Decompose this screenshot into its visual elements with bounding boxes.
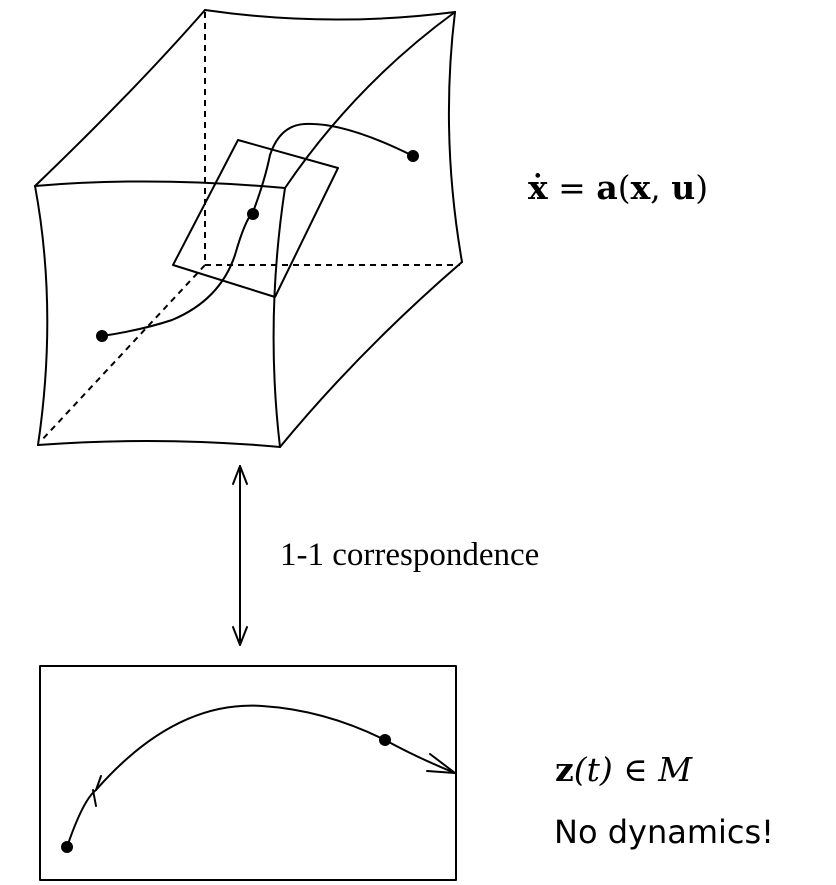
trajectory-end-dot <box>407 150 419 162</box>
x-symbol: x <box>630 168 651 207</box>
z-symbol: z <box>555 750 574 789</box>
space-trajectory <box>66 704 456 848</box>
curved-box <box>34 9 463 448</box>
comma: , <box>650 168 672 207</box>
box-top-right-edge <box>284 11 456 189</box>
double-arrow <box>232 465 248 646</box>
trajectory-velocity-arrowhead-end <box>426 753 456 774</box>
trajectory-velocity-arrowhead-start <box>92 775 102 807</box>
element-of-symbol: ∈ <box>612 750 659 789</box>
trajectory-membership-equation: z(t) ∈ M <box>555 750 692 789</box>
box-back-right-edge <box>447 11 463 263</box>
space-trajectory-point-dot <box>379 734 391 746</box>
equals-sign: = <box>547 168 597 207</box>
box-front-left-edge <box>34 185 49 446</box>
manifold-trajectory <box>101 122 414 337</box>
box-hidden-diagonal-edge <box>39 264 206 443</box>
space-rectangle <box>39 665 457 881</box>
box-front-bottom-edge <box>37 439 281 448</box>
box-bottom-right-edge <box>279 261 463 448</box>
close-paren: ) <box>695 168 709 207</box>
u-symbol: u <box>671 168 696 207</box>
open-paren: ( <box>617 168 631 207</box>
box-top-left-edge <box>34 9 206 187</box>
xdot-symbol: ẋ <box>528 168 548 207</box>
no-dynamics-label: No dynamics! <box>554 813 774 851</box>
a-symbol: a <box>596 168 618 207</box>
box-top-back-edge <box>204 9 456 21</box>
space-trajectory-start-dot <box>61 841 73 853</box>
box-front-top-edge <box>34 180 286 189</box>
dynamics-equation: ẋ = a(x, u) <box>528 168 708 207</box>
trajectory-start-dot <box>96 330 108 342</box>
m-symbol: M <box>658 750 692 789</box>
t-argument: (t) <box>573 750 613 789</box>
box-front-right-edge <box>272 187 286 448</box>
trajectory-mid-dot <box>247 208 259 220</box>
tangent-plane <box>172 139 339 298</box>
correspondence-label: 1-1 correspondence <box>280 537 540 573</box>
